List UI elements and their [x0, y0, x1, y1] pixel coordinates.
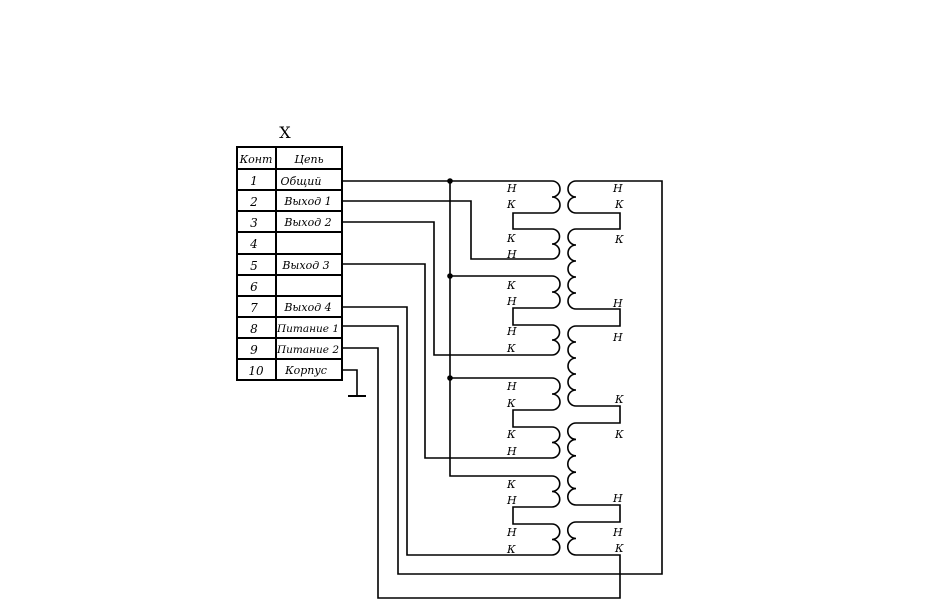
- winding-label: К: [614, 233, 624, 246]
- primary-coil-section: [567, 422, 577, 506]
- header-circuit: Цепь: [294, 153, 323, 166]
- table-row: 2 Выход 1: [249, 195, 331, 209]
- winding-label: Н: [506, 445, 517, 458]
- wire-pin-8: [342, 180, 663, 575]
- circuit-name: Выход 2: [283, 216, 331, 229]
- winding-label: К: [614, 198, 624, 211]
- primary-coil-section: [567, 325, 577, 407]
- coil-link: [512, 307, 552, 326]
- pin-number: 5: [250, 259, 258, 273]
- winding-label: Н: [506, 526, 517, 539]
- winding-label: К: [614, 542, 624, 555]
- circuit-name: Выход 1: [283, 195, 331, 208]
- junction-dot: [447, 178, 453, 184]
- winding-label: Н: [612, 526, 623, 539]
- coil-link: [512, 409, 552, 428]
- circuit-name: Питание 2: [276, 344, 339, 356]
- winding-label: К: [506, 342, 516, 355]
- junction-dot: [447, 375, 453, 381]
- winding-label: Н: [506, 325, 517, 338]
- winding-label: К: [506, 198, 516, 211]
- secondary-coil: [551, 275, 561, 309]
- winding-label: К: [506, 397, 516, 410]
- table-row: 8 Питание 1: [250, 322, 339, 336]
- coil-link: [576, 212, 621, 230]
- winding-label: К: [506, 428, 516, 441]
- coil-link: [576, 308, 621, 327]
- primary-coil-section: [567, 228, 577, 310]
- secondary-coil: [551, 377, 561, 411]
- primary-coil-section: [567, 521, 577, 556]
- wire-pin-1: [342, 180, 552, 477]
- wires: [342, 180, 663, 599]
- wire-pin-9: [342, 347, 621, 599]
- winding-label: К: [506, 543, 516, 556]
- secondary-coil: [551, 475, 561, 508]
- pin-number: 9: [250, 343, 258, 357]
- circuit-name: Общий: [281, 175, 322, 188]
- winding-label: Н: [612, 182, 623, 195]
- winding-label: Н: [506, 248, 517, 261]
- wire-pin-7: [342, 306, 552, 556]
- secondary-coil: [551, 523, 561, 556]
- primary-labels: Н К К Н Н К К Н Н К: [612, 182, 624, 555]
- table-row: 5 Выход 3: [250, 259, 329, 273]
- winding-label: К: [614, 428, 624, 441]
- coil-link: [576, 405, 621, 424]
- table-row: 9 Питание 2: [250, 343, 339, 357]
- secondary-coil: [551, 426, 561, 459]
- secondary-coil: [551, 324, 561, 356]
- table-row: 10 Корпус: [248, 364, 327, 378]
- secondary-coil: [551, 180, 561, 214]
- wire-pin-10: [342, 369, 358, 396]
- table-row: 4: [249, 237, 258, 251]
- pin-number: 1: [250, 174, 258, 188]
- pin-number: 3: [250, 216, 258, 230]
- wire-pin-5: [342, 263, 552, 459]
- primary-coil-section: [567, 180, 577, 214]
- winding-label: Н: [612, 297, 623, 310]
- pin-number: 8: [250, 322, 258, 336]
- coil-link: [512, 506, 552, 525]
- secondary-coils: [551, 180, 561, 556]
- winding-label: Н: [612, 331, 623, 344]
- connector-table: [236, 146, 343, 381]
- header-pin: Конт: [239, 153, 273, 166]
- table-row: 1 Общий: [250, 174, 321, 188]
- winding-label: Н: [506, 295, 517, 308]
- table-row: 7 Выход 4: [250, 301, 331, 315]
- winding-label: К: [506, 232, 516, 245]
- winding-label: К: [614, 393, 624, 406]
- winding-label: Н: [506, 494, 517, 507]
- pin-number: 10: [248, 364, 264, 378]
- winding-label: Н: [506, 380, 517, 393]
- circuit-name: Выход 3: [281, 259, 329, 272]
- circuit-name: Выход 4: [283, 301, 331, 314]
- circuit-name: Корпус: [284, 364, 327, 377]
- wire-pin-3: [342, 221, 552, 356]
- winding-label: Н: [612, 492, 623, 505]
- junction-dot: [447, 273, 453, 279]
- connector-name: X: [279, 123, 291, 142]
- table-row: 3 Выход 2: [250, 216, 331, 230]
- pin-number: 2: [249, 195, 258, 209]
- circuit-name: Питание 1: [276, 323, 339, 335]
- winding-label: Н: [506, 182, 517, 195]
- junction-dots: [447, 178, 453, 381]
- coil-link: [576, 504, 621, 523]
- pin-number: 4: [249, 237, 258, 251]
- secondary-labels: Н К К Н К Н Н К Н К К Н К Н Н К: [506, 182, 517, 556]
- winding-label: К: [506, 478, 516, 491]
- primary-coil: [567, 180, 577, 556]
- secondary-coil: [551, 228, 561, 260]
- pin-number: 7: [250, 301, 258, 315]
- wire-pin-2: [342, 200, 552, 260]
- table-row: 6: [250, 280, 258, 294]
- pin-number: 6: [250, 280, 258, 294]
- coil-link: [512, 212, 552, 230]
- winding-label: К: [506, 279, 516, 292]
